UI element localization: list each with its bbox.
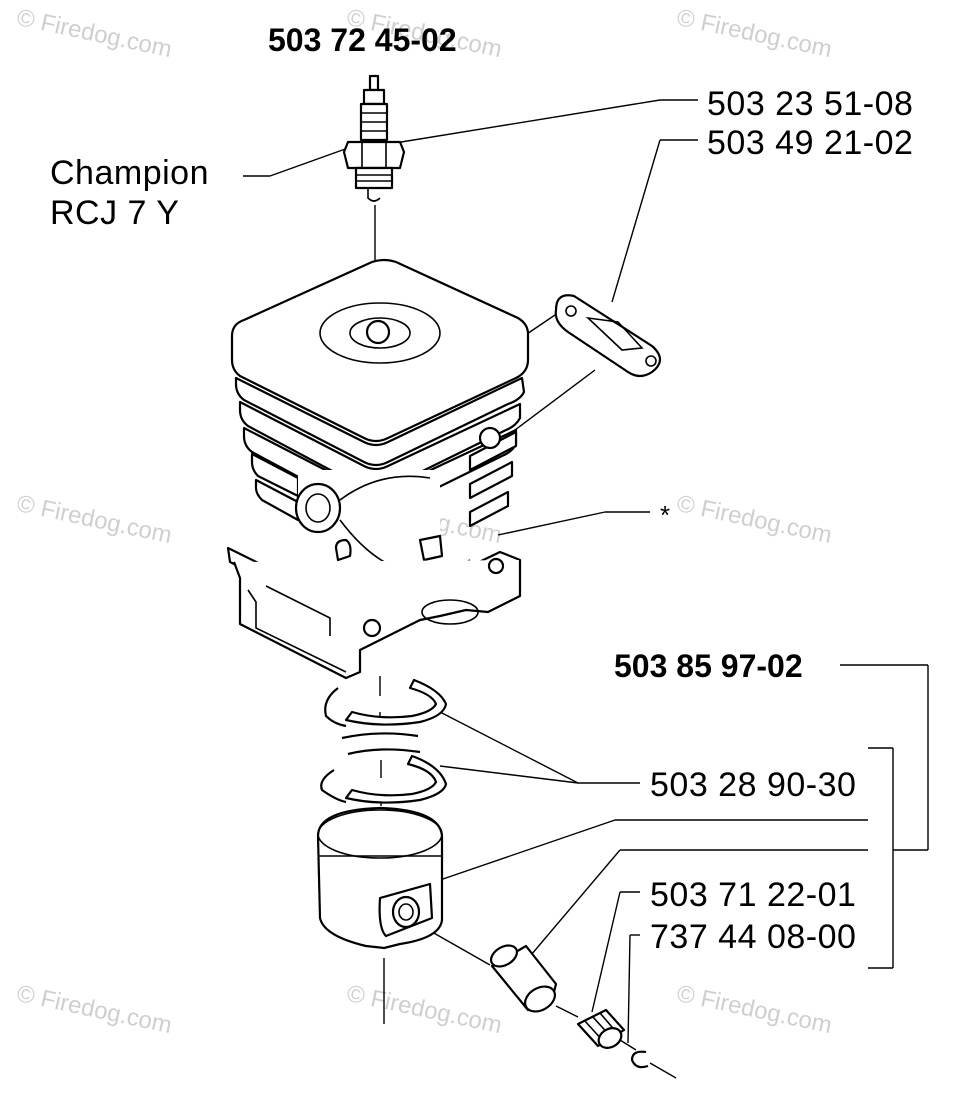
leader-lines <box>243 99 929 1044</box>
needle-bearing-part-number: 503 71 22-01 <box>650 876 857 914</box>
spark-plug-icon <box>342 74 406 202</box>
cylinder-icon <box>226 258 530 680</box>
piston-rings-icon <box>320 678 448 804</box>
gasket-part-number-2: 503 49 21-02 <box>707 124 914 162</box>
piston-kit-part-number: 503 85 97-02 <box>614 648 803 684</box>
circlip-part-number: 737 44 08-00 <box>650 918 857 956</box>
gasket-part-number-1: 503 23 51-08 <box>707 85 914 123</box>
piston-rings-part-number: 503 28 90-30 <box>650 766 857 804</box>
needle-bearing-icon <box>576 1008 626 1049</box>
circlip-icon <box>630 1050 649 1069</box>
spark-plug-part-number: 503 72 45-02 <box>268 22 457 58</box>
cylinder-asterisk: * <box>660 500 671 530</box>
exhaust-gasket-icon <box>554 294 662 378</box>
spark-plug-brand: Champion <box>50 154 209 192</box>
piston-pin-icon <box>489 944 558 1013</box>
piston-icon <box>316 806 444 950</box>
spark-plug-model: RCJ 7 Y <box>50 194 180 232</box>
